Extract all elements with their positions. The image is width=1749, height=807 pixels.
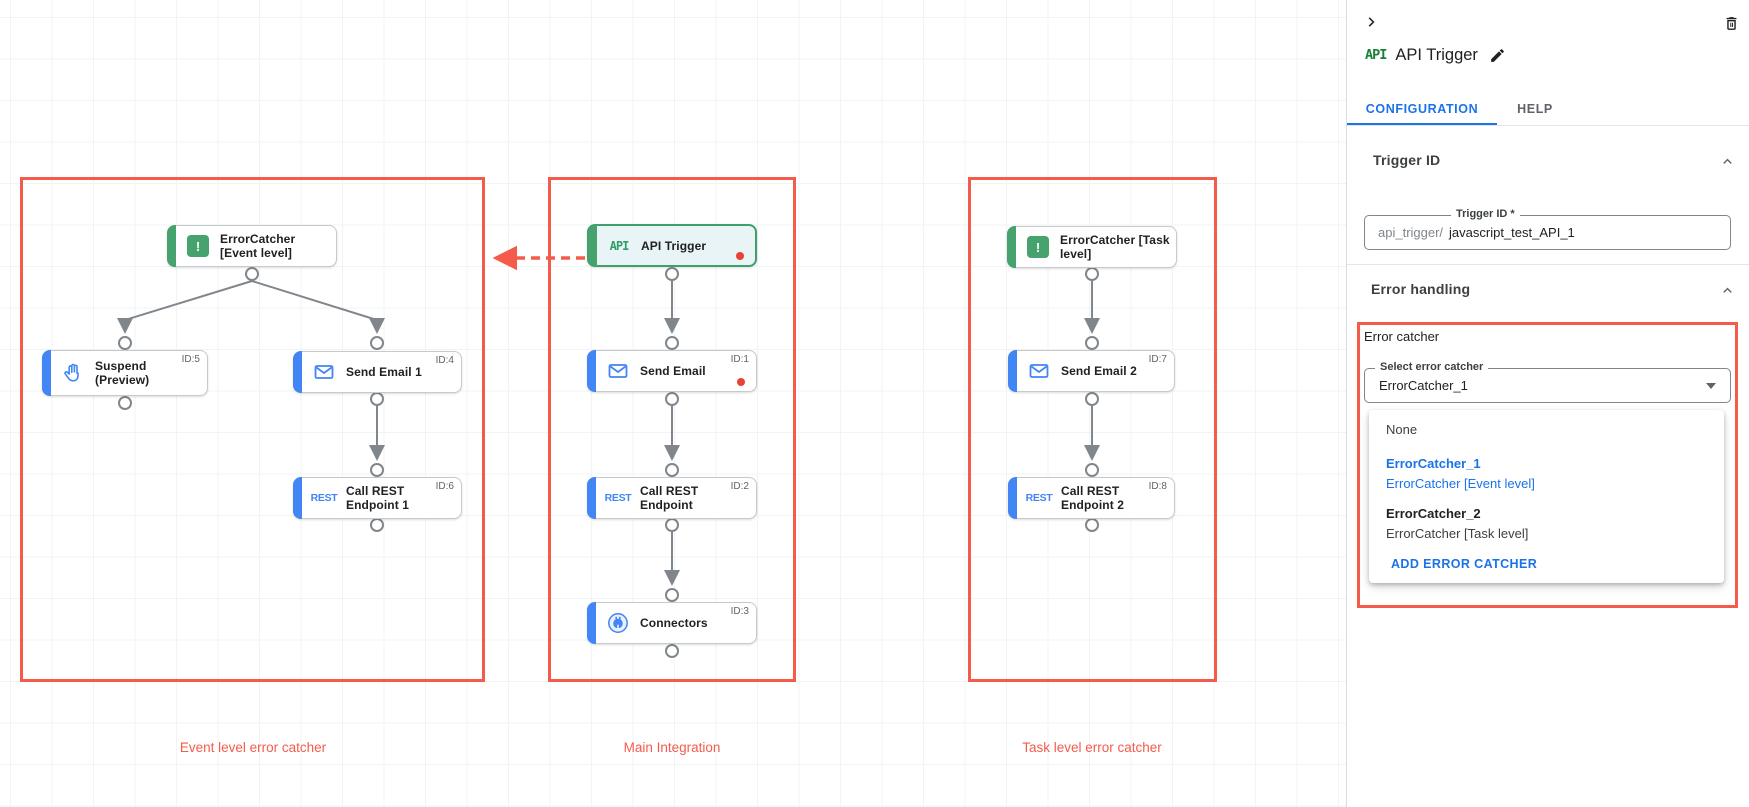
node-send-email-2[interactable]: Send Email 2 ID:7 <box>1008 350 1175 392</box>
node-accent-bar <box>1008 350 1017 392</box>
node-accent-bar <box>1007 226 1016 268</box>
pencil-icon <box>1491 48 1505 62</box>
error-catcher-dropdown-menu: None ErrorCatcher_1 ErrorCatcher [Event … <box>1369 410 1724 583</box>
node-accent-bar <box>587 602 596 644</box>
hand-icon <box>60 362 86 384</box>
error-catcher-icon: ! <box>1025 236 1051 258</box>
node-connectors[interactable]: Connectors ID:3 <box>587 602 757 644</box>
node-accent-bar <box>167 225 176 267</box>
menu-item-errorcatcher-2[interactable]: ErrorCatcher_2 <box>1386 506 1481 521</box>
node-errorcatcher-task-level[interactable]: ! ErrorCatcher [Task level] <box>1007 226 1177 268</box>
group-box-event-level <box>20 177 485 682</box>
menu-item-none[interactable]: None <box>1386 422 1418 437</box>
menu-item-errorcatcher-2-desc[interactable]: ErrorCatcher [Task level] <box>1386 526 1529 541</box>
config-panel: API API Trigger CONFIGURATION HELP Trigg… <box>1346 0 1749 807</box>
email-icon <box>311 361 337 383</box>
node-id-badge: ID:1 <box>730 354 749 365</box>
trigger-id-field[interactable]: Trigger ID * api_trigger/ javascript_tes… <box>1364 208 1731 250</box>
node-send-email[interactable]: Send Email ID:1 <box>587 350 757 392</box>
group-box-task-level <box>968 177 1217 682</box>
trash-icon <box>1726 16 1736 30</box>
node-accent-bar <box>587 350 596 392</box>
select-error-catcher-label: Select error catcher <box>1375 361 1489 373</box>
email-icon <box>605 360 631 382</box>
node-id-badge: ID:3 <box>730 606 749 617</box>
delete-button[interactable] <box>1720 12 1742 34</box>
node-call-rest-endpoint-1[interactable]: REST Call REST Endpoint 1 ID:6 <box>293 477 462 519</box>
menu-item-errorcatcher-1[interactable]: ErrorCatcher_1 <box>1386 456 1481 471</box>
expand-less-icon <box>1723 158 1732 164</box>
tab-configuration[interactable]: CONFIGURATION <box>1347 92 1497 126</box>
group-label-task-level: Task level error catcher <box>1022 740 1162 755</box>
api-trigger-icon: API <box>1365 47 1387 63</box>
node-label: API Trigger <box>641 238 707 253</box>
trigger-id-value: javascript_test_API_1 <box>1449 225 1575 240</box>
menu-item-errorcatcher-1-desc[interactable]: ErrorCatcher [Event level] <box>1386 476 1535 491</box>
section-error-handling: Error handling <box>1371 281 1471 297</box>
node-id-badge: ID:8 <box>1148 481 1167 492</box>
group-box-main-integration <box>548 177 796 682</box>
node-label: Suspend (Preview) <box>95 359 150 387</box>
collapse-section-button[interactable] <box>1719 153 1736 175</box>
select-error-catcher-value: ErrorCatcher_1 <box>1379 378 1468 393</box>
node-label: Call REST Endpoint 1 <box>346 484 409 512</box>
expand-less-icon <box>1723 287 1732 293</box>
error-status-dot <box>736 252 744 260</box>
section-trigger-id: Trigger ID <box>1373 152 1441 168</box>
active-tab-underline <box>1347 123 1497 126</box>
collapse-section-button[interactable] <box>1719 282 1736 304</box>
connectors-icon <box>605 612 631 634</box>
node-label: Send Email <box>640 364 706 378</box>
node-id-badge: ID:2 <box>730 481 749 492</box>
api-icon: API <box>609 238 630 253</box>
node-label: ErrorCatcher [Task level] <box>1060 233 1170 261</box>
add-error-catcher-button[interactable]: ADD ERROR CATCHER <box>1391 557 1538 571</box>
rest-icon: REST <box>1025 492 1053 504</box>
error-catcher-label: Error catcher <box>1364 329 1440 344</box>
workflow-canvas[interactable]: Event level error catcher Main Integrati… <box>0 0 1346 807</box>
node-accent-bar <box>293 477 302 519</box>
node-accent-bar <box>588 225 597 266</box>
collapse-panel-button[interactable] <box>1361 11 1383 33</box>
dropdown-arrow-icon <box>1706 383 1716 389</box>
error-catcher-highlight-box <box>1357 322 1738 608</box>
node-send-email-1[interactable]: Send Email 1 ID:4 <box>293 351 462 393</box>
email-icon <box>1026 360 1052 382</box>
node-call-rest-endpoint[interactable]: REST Call REST Endpoint ID:2 <box>587 477 757 519</box>
node-accent-bar <box>1008 477 1017 519</box>
rest-icon: REST <box>604 492 632 504</box>
group-label-main-integration: Main Integration <box>623 740 721 755</box>
node-label: Send Email 1 <box>346 365 422 379</box>
panel-tabs: CONFIGURATION HELP <box>1347 92 1749 126</box>
error-catcher-icon: ! <box>185 235 211 257</box>
divider <box>1347 125 1749 126</box>
panel-title: API Trigger <box>1395 45 1478 64</box>
tab-help[interactable]: HELP <box>1517 102 1553 116</box>
node-api-trigger[interactable]: API API Trigger <box>587 224 757 267</box>
node-label: Call REST Endpoint 2 <box>1061 484 1124 512</box>
group-label-event-level: Event level error catcher <box>179 740 327 755</box>
edit-title-button[interactable] <box>1487 44 1509 66</box>
node-id-badge: ID:4 <box>435 355 454 366</box>
node-errorcatcher-event-level[interactable]: ! ErrorCatcher [Event level] <box>167 225 337 267</box>
node-call-rest-endpoint-2[interactable]: REST Call REST Endpoint 2 ID:8 <box>1008 477 1175 519</box>
node-label: ErrorCatcher [Event level] <box>220 232 296 260</box>
node-label: Call REST Endpoint <box>640 484 699 512</box>
node-accent-bar <box>293 351 302 393</box>
chevron-right-icon <box>1368 17 1375 27</box>
select-error-catcher[interactable]: Select error catcher ErrorCatcher_1 <box>1364 361 1731 403</box>
node-id-badge: ID:6 <box>435 481 454 492</box>
node-label: Connectors <box>640 616 708 630</box>
node-label: Send Email 2 <box>1061 364 1137 378</box>
rest-icon: REST <box>310 492 338 504</box>
trigger-id-prefix: api_trigger/ <box>1378 225 1444 240</box>
trigger-id-field-label: Trigger ID * <box>1451 208 1520 220</box>
divider <box>1347 264 1749 265</box>
error-status-dot <box>737 378 745 386</box>
node-id-badge: ID:5 <box>181 354 200 365</box>
node-id-badge: ID:7 <box>1148 354 1167 365</box>
node-accent-bar <box>42 350 51 396</box>
node-accent-bar <box>587 477 596 519</box>
node-suspend-preview[interactable]: Suspend (Preview) ID:5 <box>42 350 208 396</box>
